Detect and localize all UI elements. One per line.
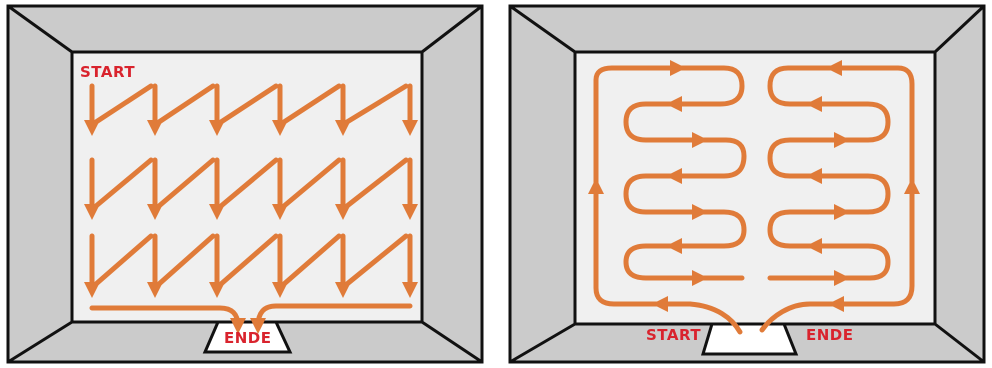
right-room-corner-line	[934, 322, 985, 364]
right-start-label: START	[646, 326, 701, 344]
zigzag-diagonal-stroke	[344, 233, 409, 287]
zigzag-diagonal-stroke	[218, 157, 279, 209]
left-room-corner-line	[7, 320, 73, 364]
zigzag-diagonal-stroke	[281, 233, 342, 287]
right-end-label: ENDE	[806, 326, 854, 344]
zigzag-diagonal-stroke	[218, 233, 279, 287]
serpentine-path-left	[593, 65, 747, 335]
zigzag-diagonal-stroke	[156, 233, 216, 287]
left-start-label: START	[80, 63, 135, 81]
zigzag-diagonal-stroke	[281, 157, 342, 209]
converge-to-exit-stroke	[250, 303, 413, 334]
zigzag-diagonal-stroke	[344, 83, 409, 125]
serpentine-path-right	[759, 65, 915, 333]
zigzag-diagonal-stroke	[156, 157, 216, 209]
zigzag-diagonal-stroke	[93, 83, 154, 125]
direction-arrows	[587, 59, 921, 313]
zigzag-diagonal-stroke	[93, 233, 154, 287]
converge-to-exit-stroke	[89, 305, 246, 334]
zigzag-diagonal-stroke	[281, 83, 342, 125]
left-room-cleaning-path	[83, 83, 419, 334]
zigzag-diagonal-stroke	[156, 83, 216, 125]
right-room-corner-line	[933, 4, 986, 54]
right-room-cleaning-path	[587, 59, 921, 335]
zigzag-diagonal-stroke	[93, 157, 154, 209]
zigzag-diagonal-stroke	[344, 157, 409, 209]
right-room: START ENDE	[508, 4, 986, 364]
left-room-corner-line	[421, 320, 483, 364]
right-room-door	[700, 322, 799, 356]
left-room: START ENDE	[6, 4, 484, 364]
left-end-label: ENDE	[224, 329, 272, 347]
right-room-corner-line	[509, 4, 576, 54]
right-room-corner-line	[509, 322, 576, 364]
left-room-corner-line	[421, 4, 483, 54]
zigzag-diagonal-stroke	[218, 83, 279, 125]
left-room-corner-line	[7, 4, 73, 54]
